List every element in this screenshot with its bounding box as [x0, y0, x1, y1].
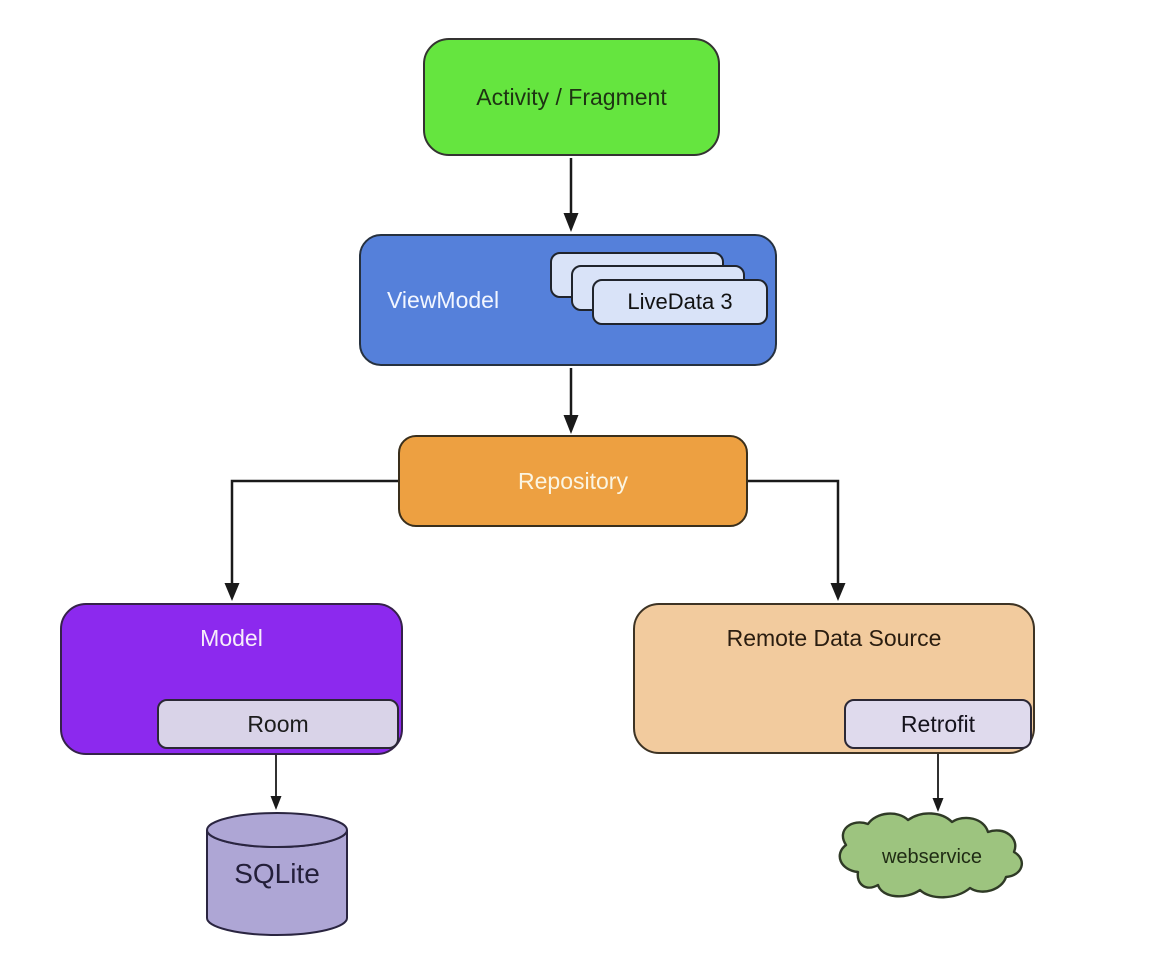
- livedata-card-front: LiveData 3: [592, 279, 768, 325]
- node-repository: Repository: [398, 435, 748, 527]
- node-label: ViewModel: [387, 286, 500, 313]
- edge-activity-viewmodel: [563, 158, 579, 232]
- arrowhead-down-icon: [830, 583, 846, 601]
- node-label: Activity / Fragment: [476, 83, 667, 110]
- sqlite-database-cylinder-icon: [206, 812, 348, 936]
- arrowhead-down-icon: [224, 583, 240, 601]
- node-remote-data-source: Remote Data Source Retrofit: [633, 603, 1035, 754]
- node-label: Remote Data Source: [726, 625, 942, 651]
- node-model: Model Room: [60, 603, 403, 755]
- node-sqlite-label: SQLite: [234, 858, 320, 889]
- arrowhead-down-icon: [563, 213, 579, 232]
- edge-retrofit-webservice: [932, 749, 944, 812]
- node-label: Repository: [518, 467, 628, 494]
- edge-room-sqlite: [270, 749, 282, 810]
- edge-viewmodel-repository: [563, 368, 579, 434]
- arrowhead-down-icon: [270, 796, 282, 810]
- node-room: Room: [157, 699, 399, 749]
- webservice-cloud-icon: [838, 812, 1024, 899]
- node-label: Model: [200, 625, 263, 651]
- node-label: Retrofit: [900, 710, 976, 737]
- edge-repository-model: [224, 479, 398, 601]
- arrowhead-down-icon: [932, 798, 944, 812]
- arrowhead-down-icon: [563, 415, 579, 434]
- node-label: LiveData 3: [627, 289, 733, 314]
- node-activity-fragment: Activity / Fragment: [423, 38, 720, 156]
- edge-repository-remote: [748, 479, 846, 601]
- node-webservice-label: webservice: [881, 846, 983, 868]
- node-viewmodel: ViewModel LiveData 3: [359, 234, 777, 366]
- node-retrofit: Retrofit: [844, 699, 1032, 749]
- node-label: Room: [247, 710, 309, 737]
